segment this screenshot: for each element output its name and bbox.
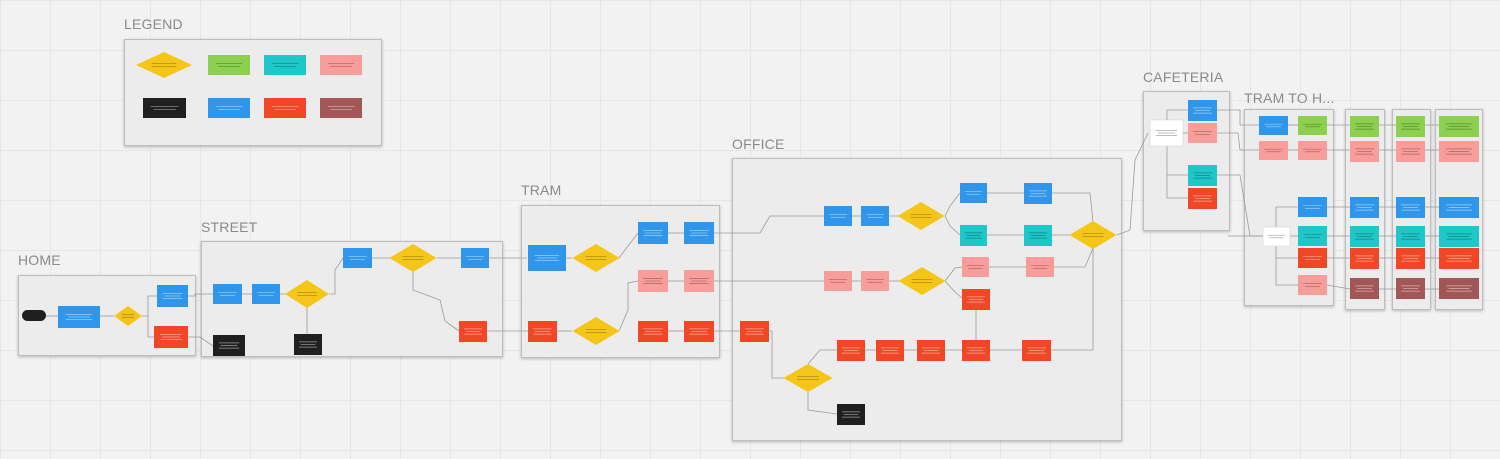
connector-line[interactable] [1217, 132, 1259, 151]
start-pill-home[interactable] [22, 310, 46, 321]
col-a-teal-node[interactable] [1350, 226, 1379, 247]
connector-line[interactable] [1054, 247, 1094, 268]
tram-pink-1[interactable] [638, 270, 668, 292]
office-blue-2[interactable] [861, 206, 889, 226]
office-decision-1[interactable] [897, 202, 945, 230]
connector-line[interactable] [807, 349, 837, 365]
frame-office[interactable] [732, 158, 1122, 441]
tramhome-pink-1[interactable] [1259, 141, 1288, 160]
connector-line[interactable] [1326, 284, 1351, 290]
office-decision-3[interactable] [783, 364, 833, 392]
office-pink-4[interactable] [1026, 257, 1054, 277]
tram-decision-1[interactable] [572, 244, 620, 272]
connector-line[interactable] [944, 280, 963, 299]
street-decision-2[interactable] [389, 244, 437, 272]
col-a-pink-node[interactable] [1350, 141, 1379, 162]
connector-line[interactable] [944, 215, 961, 236]
tramhome-red-1[interactable] [1298, 248, 1327, 268]
col-a-green-node[interactable] [1350, 116, 1379, 137]
col-c-green-node[interactable] [1439, 116, 1479, 137]
connector-line[interactable] [412, 271, 460, 332]
office-decision-merge[interactable] [1069, 221, 1117, 249]
connector-line[interactable] [714, 215, 824, 234]
tramhome-blue-1[interactable] [1259, 116, 1288, 135]
connector-line[interactable] [1217, 174, 1263, 237]
street-step-2[interactable] [252, 284, 280, 304]
frame-title-legend: LEGEND [124, 16, 183, 32]
tramhome-blue-2[interactable] [1298, 197, 1327, 217]
cafeteria-pink[interactable] [1188, 123, 1217, 143]
connector-line[interactable] [147, 316, 154, 338]
frame-title-home: HOME [18, 252, 61, 268]
tram-decision-2[interactable] [572, 317, 620, 345]
connector-line[interactable] [1275, 206, 1298, 236]
legend-maroon-key[interactable] [320, 98, 362, 118]
home-decision[interactable] [114, 306, 142, 326]
col-b-teal-node[interactable] [1396, 226, 1425, 247]
connector-line[interactable] [1166, 175, 1188, 199]
connector-line[interactable] [944, 266, 963, 282]
connector-line[interactable] [618, 280, 639, 332]
street-step-4[interactable] [461, 248, 489, 268]
frame-title-cafeteria: CAFETERIA [1143, 69, 1224, 85]
frame-title-tram: TRAM [521, 182, 562, 198]
street-step-1[interactable] [213, 284, 242, 304]
legend-blue-key[interactable] [208, 98, 250, 118]
street-step-3[interactable] [343, 248, 372, 268]
col-c-teal-node[interactable] [1439, 226, 1479, 247]
tram-pink-2[interactable] [684, 270, 714, 292]
cafeteria-note[interactable] [1149, 119, 1184, 147]
col-b-green-node[interactable] [1396, 116, 1425, 137]
office-pink-3[interactable] [962, 257, 989, 277]
legend-teal-key[interactable] [264, 55, 306, 75]
connector-line[interactable] [1051, 248, 1094, 351]
connector-line[interactable] [769, 330, 784, 379]
connector-line[interactable] [807, 392, 838, 415]
legend-green-key[interactable] [208, 55, 250, 75]
office-pink-1[interactable] [824, 271, 852, 291]
office-blue-1[interactable] [824, 206, 852, 226]
office-teal-2[interactable] [1024, 225, 1052, 246]
office-blue-3[interactable] [960, 183, 987, 203]
col-b-pink-node[interactable] [1396, 141, 1425, 162]
connector-line[interactable] [944, 192, 961, 217]
office-pink-2[interactable] [861, 271, 889, 291]
connector-line[interactable] [1116, 132, 1149, 236]
connector-line[interactable] [329, 257, 344, 295]
connector-line[interactable] [618, 232, 639, 259]
connector-line[interactable] [1217, 109, 1259, 126]
office-teal-1[interactable] [960, 225, 987, 246]
connector-line[interactable] [1275, 258, 1298, 286]
tramhome-pink-3[interactable] [1298, 275, 1327, 295]
tramhome-teal-1[interactable] [1298, 226, 1327, 246]
frame-title-tram-home: TRAM TO H... [1244, 90, 1335, 106]
legend-black-key[interactable] [143, 98, 186, 118]
legend-decision-diamond[interactable] [136, 52, 192, 78]
tramhome-pink-2[interactable] [1298, 141, 1327, 160]
col-c-pink-node[interactable] [1439, 141, 1479, 162]
office-decision-2[interactable] [898, 267, 946, 295]
legend-red-key[interactable] [264, 98, 306, 118]
tramhome-green-1[interactable] [1298, 116, 1327, 135]
street-decision-1[interactable] [285, 280, 329, 308]
connector-line[interactable] [188, 293, 213, 297]
tramhome-note[interactable] [1262, 226, 1291, 247]
connector-line[interactable] [1052, 192, 1094, 223]
frame-title-street: STREET [201, 219, 258, 235]
connector-line[interactable] [142, 295, 157, 317]
frame-title-office: OFFICE [732, 136, 785, 152]
legend-pink-key[interactable] [320, 55, 362, 75]
connector-line[interactable] [188, 336, 214, 347]
cafeteria-teal[interactable] [1188, 165, 1217, 186]
